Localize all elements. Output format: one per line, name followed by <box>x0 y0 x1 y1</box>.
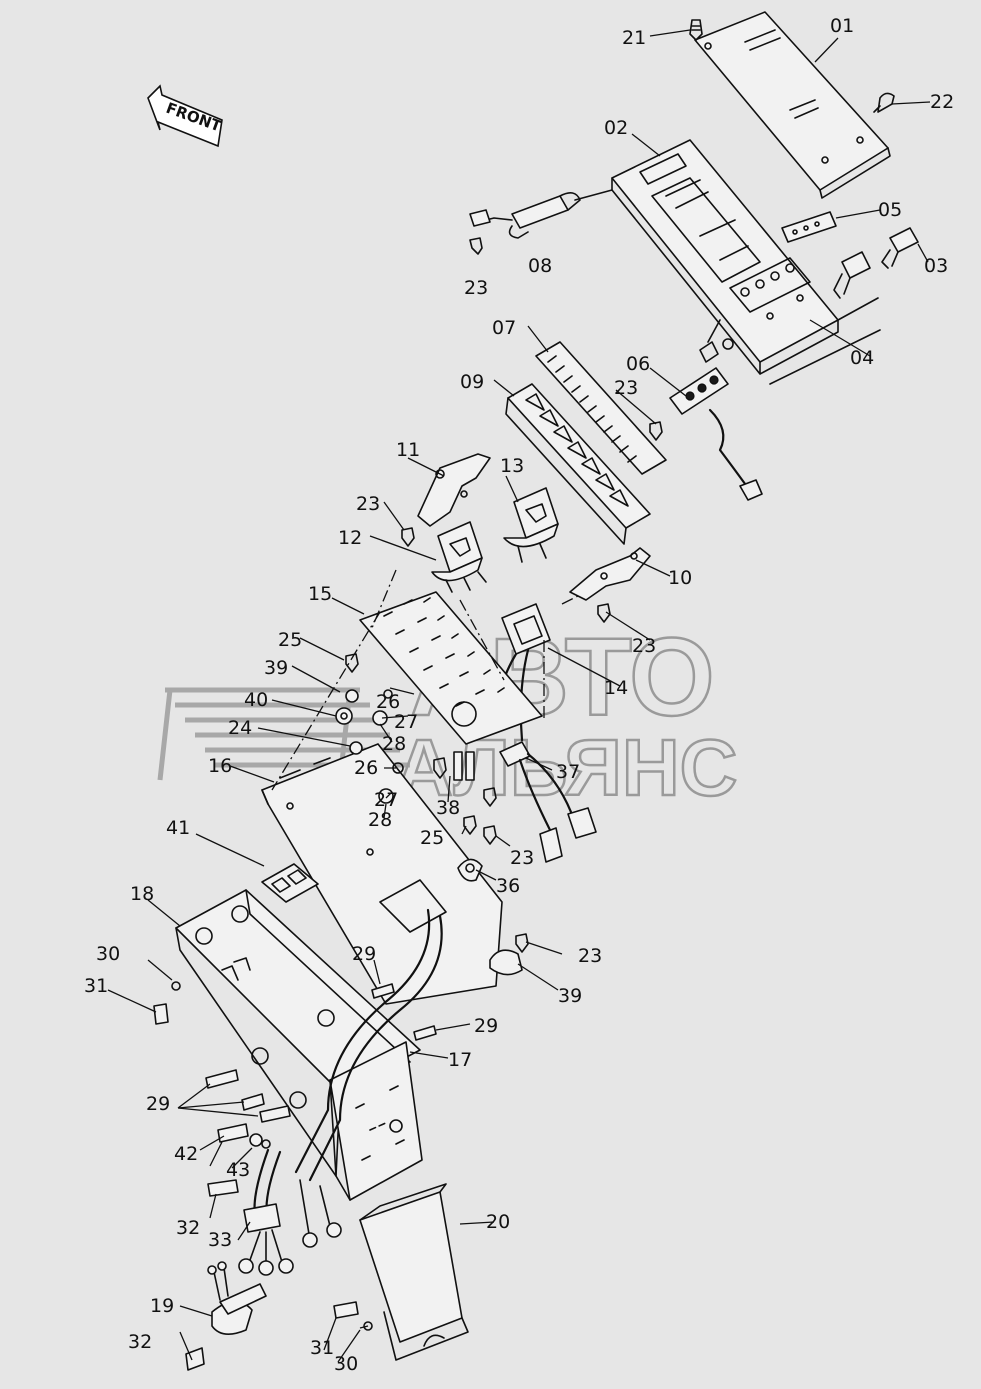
callout-20: 20 <box>486 1211 510 1233</box>
callout-23-a: 23 <box>464 277 488 299</box>
callout-37: 39 <box>264 657 288 679</box>
part-09-fuse-block <box>505 383 651 545</box>
callout-28-a: 28 <box>382 733 406 755</box>
callout-18: 18 <box>130 883 154 905</box>
part-20-cover <box>359 1183 469 1361</box>
callout-34: 36 <box>496 875 520 897</box>
part-05-label-plate <box>781 211 837 243</box>
callout-42: 43 <box>226 1159 250 1181</box>
callout-23-f: 23 <box>578 945 602 967</box>
callout-23-d: 23 <box>632 635 656 657</box>
callout-11: 11 <box>396 439 420 461</box>
part-11-bracket <box>417 453 491 527</box>
callout-16: 16 <box>208 755 232 777</box>
callout-23-c: 23 <box>356 493 380 515</box>
part-19-sensor <box>207 1261 267 1335</box>
callout-04: 04 <box>850 347 874 369</box>
part-03-cable-plug <box>833 227 919 299</box>
callout-23-e: 23 <box>510 847 534 869</box>
callout-27-b: 27 <box>374 789 398 811</box>
callout-38: 40 <box>244 689 268 711</box>
part-13-switch <box>503 487 559 563</box>
callout-29-c: 29 <box>146 1093 170 1115</box>
callout-17: 17 <box>448 1049 472 1071</box>
callout-07: 07 <box>492 317 516 339</box>
callout-27-a: 27 <box>394 711 418 733</box>
part-02-console-housing <box>611 139 839 375</box>
part-23-screw-d <box>597 603 611 623</box>
part-35-grommet <box>499 741 597 863</box>
callout-13: 13 <box>500 455 524 477</box>
part-01-cover-plate <box>694 11 891 199</box>
part-34-clamp <box>457 858 483 882</box>
leader-lines <box>107 29 931 1363</box>
callout-14: 14 <box>604 677 628 699</box>
front-arrow-icon: FRONT <box>147 84 224 148</box>
watermark-line2: АЛЬЯНС <box>395 723 737 812</box>
part-15-mounting-plate <box>359 591 543 745</box>
callout-30-a: 30 <box>96 943 120 965</box>
part-06-switch-module <box>669 338 763 501</box>
part-23-screw-b <box>649 421 663 441</box>
callout-31-a: 31 <box>84 975 108 997</box>
callout-23-b: 23 <box>614 377 638 399</box>
callout-08: 08 <box>528 255 552 277</box>
part-14-meter <box>496 603 551 742</box>
part-04-outline <box>707 297 881 385</box>
callout-26-b: 26 <box>354 757 378 779</box>
callout-29-b: 29 <box>474 1015 498 1037</box>
alignment-guides <box>271 569 579 791</box>
callout-30-b: 30 <box>334 1353 358 1375</box>
callout-32-a: 32 <box>176 1217 200 1239</box>
callout-06: 06 <box>626 353 650 375</box>
part-39-clamp <box>489 933 529 976</box>
callout-39: 39 <box>558 985 582 1007</box>
part-40-switch-plate <box>261 863 319 903</box>
part-23-screw-c <box>401 527 415 547</box>
callout-32-b: 32 <box>128 1331 152 1353</box>
callout-labels: 21 01 22 02 05 03 08 23 07 04 06 09 23 1… <box>84 15 954 1375</box>
callout-10: 10 <box>668 567 692 589</box>
part-18-box-housing <box>175 889 421 1177</box>
part-21-screw <box>689 19 703 41</box>
callout-26-a: 26 <box>376 691 400 713</box>
callout-21: 21 <box>622 27 646 49</box>
part-07-fuse-block <box>535 341 667 475</box>
part-22-screw <box>873 92 895 113</box>
callout-15: 15 <box>308 583 332 605</box>
callout-25-b: 25 <box>420 827 444 849</box>
callout-02: 02 <box>604 117 628 139</box>
part-33-cable-harness <box>238 908 443 1276</box>
callout-33: 33 <box>208 1229 232 1251</box>
callout-01: 01 <box>830 15 854 37</box>
callout-36: 38 <box>436 797 460 819</box>
callout-09: 09 <box>460 371 484 393</box>
callout-29-a: 29 <box>352 943 376 965</box>
callout-41: 42 <box>174 1143 198 1165</box>
callout-19: 19 <box>150 1295 174 1317</box>
callout-31-b: 31 <box>310 1337 334 1359</box>
part-10-bracket <box>569 547 651 601</box>
callout-24: 24 <box>228 717 252 739</box>
callout-12: 12 <box>338 527 362 549</box>
callout-28-b: 28 <box>368 809 392 831</box>
callout-40: 41 <box>166 817 190 839</box>
part-12-switch <box>431 521 487 593</box>
callout-22: 22 <box>930 91 954 113</box>
part-08-harness <box>469 189 613 239</box>
part-23-screw-a <box>469 237 483 255</box>
callout-35: 37 <box>556 761 580 783</box>
part-17-end-plate <box>329 1041 423 1201</box>
callout-03: 03 <box>924 255 948 277</box>
callout-25-a: 25 <box>278 629 302 651</box>
callout-05: 05 <box>878 199 902 221</box>
